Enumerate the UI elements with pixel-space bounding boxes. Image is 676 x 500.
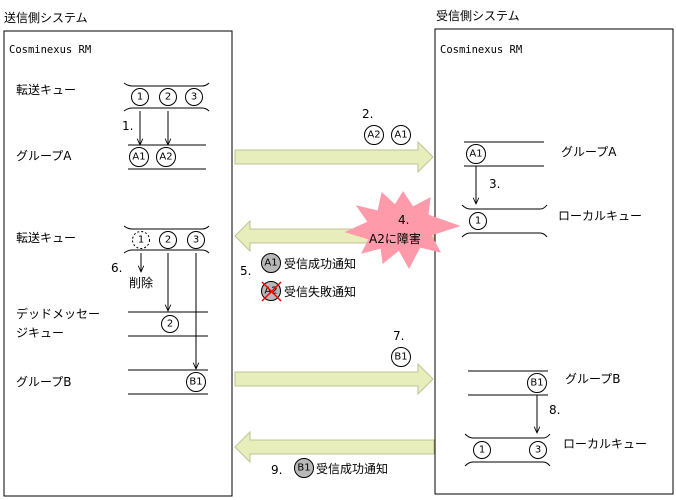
dead-letter-label-line1: デッドメッセー xyxy=(16,306,100,321)
local-queue-2-message-3: 3 xyxy=(529,441,547,459)
step-2-label: 2. xyxy=(362,107,373,121)
receiver-message-b1: B1 xyxy=(527,373,547,393)
svg-text:1: 1 xyxy=(475,216,481,227)
svg-text:A2: A2 xyxy=(159,152,172,163)
success-notice-a1-token: A1 xyxy=(261,253,281,273)
tq2-message-2: 2 xyxy=(159,231,177,249)
svg-text:A1: A1 xyxy=(264,258,277,269)
receiver-rm-label: Cosminexus RM xyxy=(440,44,522,56)
svg-text:B1: B1 xyxy=(394,352,407,363)
receiver-title: 受信側システム xyxy=(436,9,520,23)
svg-text:2: 2 xyxy=(167,319,173,330)
svg-text:3: 3 xyxy=(193,235,199,246)
success-notice-a1-text: 受信成功通知 xyxy=(284,257,356,271)
step-5-label: 5. xyxy=(240,264,251,278)
step-4-failure-text: A2に障害 xyxy=(369,231,421,246)
svg-text:2: 2 xyxy=(165,92,171,103)
svg-text:1: 1 xyxy=(138,235,144,246)
step-8-label: 8. xyxy=(549,403,560,417)
receiver-system-box xyxy=(434,28,674,495)
receiver-local-queue-1-label: ローカルキュー xyxy=(558,209,642,223)
step-7-label: 7. xyxy=(393,329,404,343)
local-queue-2-message-1: 1 xyxy=(473,441,491,459)
receiver-local-queue-2-label: ローカルキュー xyxy=(563,437,647,451)
dead-letter-message-2: 2 xyxy=(161,315,179,333)
sender-transfer-queue-1-label: 転送キュー xyxy=(16,82,76,97)
sender-message-b1: B1 xyxy=(186,372,206,392)
svg-text:1: 1 xyxy=(137,92,143,103)
tq2-message-3: 3 xyxy=(187,231,205,249)
local-queue-2-shape xyxy=(464,433,551,467)
svg-text:3: 3 xyxy=(535,445,541,456)
svg-text:B1: B1 xyxy=(189,377,202,388)
step-9-notification-arrow xyxy=(234,430,435,464)
failure-notice-a2-text: 受信失敗通知 xyxy=(284,284,356,299)
tq1-message-1: 1 xyxy=(131,88,149,106)
step-7-message-b1: B1 xyxy=(391,347,411,367)
step-6-label: 6. xyxy=(111,261,122,275)
failure-burst xyxy=(344,191,461,270)
sender-group-a-label: グループA xyxy=(16,149,72,163)
step-3-label: 3. xyxy=(489,177,500,191)
sender-group-b-label: グループB xyxy=(16,375,72,389)
tq2-message-1-deleted: 1 xyxy=(132,231,150,249)
local-queue-1-shape xyxy=(461,204,548,238)
svg-text:2: 2 xyxy=(165,235,171,246)
sender-message-a2: A2 xyxy=(156,147,176,167)
sender-message-a1: A1 xyxy=(129,147,149,167)
step-9-label: 9. xyxy=(271,463,282,477)
sender-title: 送信側システム xyxy=(4,10,88,25)
dead-letter-label-line2: ジキュー xyxy=(16,326,64,340)
tq1-message-3: 3 xyxy=(185,88,203,106)
receiver-group-b-label: グループB xyxy=(565,372,621,386)
svg-text:1: 1 xyxy=(479,445,485,456)
step-9-success-text: 受信成功通知 xyxy=(316,462,388,476)
svg-text:B1: B1 xyxy=(530,378,543,389)
svg-text:A1: A1 xyxy=(394,130,407,141)
svg-text:B1: B1 xyxy=(297,463,310,474)
step-2-transfer-arrow xyxy=(234,140,434,174)
delete-label: 削除 xyxy=(129,275,153,290)
svg-text:A2: A2 xyxy=(367,130,380,141)
step-2-message-a2: A2 xyxy=(364,125,384,145)
step-9-b1-token: B1 xyxy=(294,458,314,478)
step-4-label: 4. xyxy=(398,213,409,227)
tq1-message-2: 2 xyxy=(159,88,177,106)
svg-text:A1: A1 xyxy=(132,152,145,163)
step-2-message-a1: A1 xyxy=(391,125,411,145)
receiver-group-a-label: グループA xyxy=(561,145,617,159)
step-1-label: 1. xyxy=(122,119,133,133)
sender-rm-label: Cosminexus RM xyxy=(9,44,91,56)
local-queue-1-message-1: 1 xyxy=(469,212,487,230)
svg-text:A1: A1 xyxy=(469,149,482,160)
receiver-message-a1: A1 xyxy=(466,144,486,164)
sender-transfer-queue-2-label: 転送キュー xyxy=(16,230,76,245)
step-7-transfer-arrow xyxy=(234,362,434,396)
transfer-queue-2-shape xyxy=(123,225,210,254)
svg-text:3: 3 xyxy=(191,92,197,103)
transfer-queue-1-shape xyxy=(123,82,210,112)
failure-notice-a2-token: A2 xyxy=(261,281,282,302)
